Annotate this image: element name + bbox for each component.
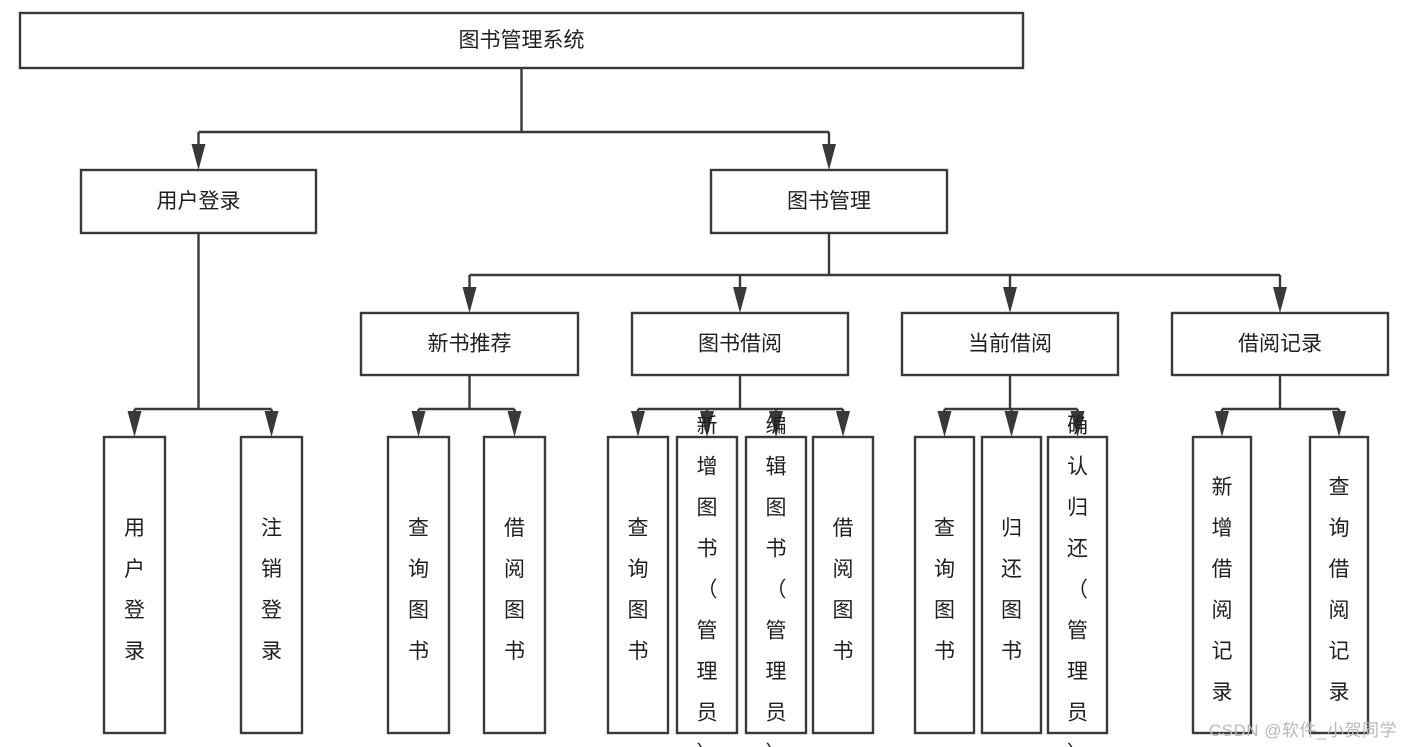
node-current-borrow[interactable]: 当前借阅: [900, 311, 1120, 377]
node-book-manage-label: 图书管理: [787, 190, 871, 213]
node-current-borrow-box: [900, 311, 1120, 377]
node-leaf-borrow-book-recommend[interactable]: 借阅图书: [482, 435, 547, 735]
node-leaf-add-book-box: [675, 435, 739, 735]
node-leaf-query-book-current-label: 查询图书: [934, 517, 955, 663]
leaf-book-borrow-branch-1-arrowhead: [700, 411, 714, 437]
book-manage-branch-2-arrowhead: [1003, 287, 1017, 313]
node-leaf-query-book-recommend-label: 查询图书: [408, 517, 429, 663]
node-book-borrow[interactable]: 图书借阅: [630, 311, 850, 377]
leaf-new-book-recommend-branch-1-arrowhead: [507, 411, 522, 437]
root-branch-1-arrowhead: [822, 144, 836, 170]
leaf-current-borrow-branch-2-arrowhead: [1070, 411, 1085, 437]
node-leaf-query-book-recommend-box: [386, 435, 451, 735]
node-book-manage-box: [709, 168, 949, 235]
node-root-label: 图书管理系统: [459, 29, 585, 52]
node-user-login[interactable]: 用户登录: [79, 168, 318, 235]
node-leaf-query-book-box: [606, 435, 670, 735]
node-leaf-add-book-label: 新增图书（管理员）: [697, 414, 718, 747]
node-user-login-box: [79, 168, 318, 235]
node-root[interactable]: 图书管理系统: [18, 11, 1025, 70]
node-new-book-recommend-label: 新书推荐: [428, 333, 512, 356]
node-leaf-user-login-label: 用户登录: [124, 517, 145, 663]
node-leaf-query-record-label: 查询借阅记录: [1329, 476, 1350, 704]
leaf-user-login-branch-1-arrowhead: [264, 411, 279, 437]
leaf-book-borrow-branch-3-arrowhead: [836, 411, 850, 437]
node-leaf-query-book-current-box: [913, 435, 976, 735]
node-leaf-logout[interactable]: 注销登录: [239, 435, 304, 735]
node-leaf-edit-book-label: 编辑图书（管理员）: [766, 414, 787, 747]
node-leaf-logout-box: [239, 435, 304, 735]
node-leaf-query-book-label: 查询图书: [628, 517, 649, 663]
node-borrow-record-label: 借阅记录: [1238, 333, 1322, 356]
leaf-current-borrow-branch-0-arrowhead: [937, 411, 952, 437]
node-borrow-record-box: [1170, 311, 1390, 377]
book-manage-branch-3-arrowhead: [1273, 287, 1287, 313]
node-leaf-confirm-return-box: [1046, 435, 1109, 735]
leaf-borrow-record-branch-1-arrowhead: [1332, 411, 1346, 437]
node-current-borrow-label: 当前借阅: [968, 333, 1052, 356]
leaf-current-borrow-branch-1-arrowhead: [1004, 411, 1019, 437]
node-leaf-query-record[interactable]: 查询借阅记录: [1308, 435, 1370, 735]
root-branch-0-arrowhead: [191, 144, 206, 170]
node-leaf-query-book-current[interactable]: 查询图书: [913, 435, 976, 735]
node-leaf-confirm-return-label: 确认归还（管理员）: [1067, 414, 1088, 747]
node-leaf-user-login-box: [102, 435, 167, 735]
leaf-borrow-record-branch-0-arrowhead: [1215, 411, 1229, 437]
node-leaf-add-record-box: [1191, 435, 1253, 735]
node-leaf-logout-label: 注销登录: [261, 517, 282, 663]
leaf-book-borrow-branch-0-arrowhead: [631, 411, 645, 437]
node-leaf-borrow-book-label: 借阅图书: [833, 517, 854, 663]
node-leaf-user-login[interactable]: 用户登录: [102, 435, 167, 735]
leaf-user-login-branch-0-arrowhead: [127, 411, 142, 437]
node-new-book-recommend[interactable]: 新书推荐: [359, 311, 580, 377]
node-leaf-add-record-label: 新增借阅记录: [1212, 476, 1233, 704]
leaf-book-borrow-branch-2-arrowhead: [769, 411, 783, 437]
node-leaf-borrow-book-recommend-box: [482, 435, 547, 735]
node-borrow-record[interactable]: 借阅记录: [1170, 311, 1390, 377]
node-leaf-borrow-book[interactable]: 借阅图书: [811, 435, 875, 735]
connectors-layer: [127, 68, 1346, 437]
node-leaf-return-book-box: [980, 435, 1043, 735]
node-leaf-add-record[interactable]: 新增借阅记录: [1191, 435, 1253, 735]
nodes-layer: 图书管理系统用户登录图书管理新书推荐图书借阅当前借阅借阅记录用户登录注销登录查询…: [18, 11, 1390, 747]
node-leaf-borrow-book-recommend-label: 借阅图书: [504, 517, 525, 663]
node-leaf-return-book-label: 归还图书: [1001, 517, 1022, 663]
node-book-borrow-box: [630, 311, 850, 377]
node-leaf-edit-book-box: [744, 435, 808, 735]
node-root-box: [18, 11, 1025, 70]
node-new-book-recommend-box: [359, 311, 580, 377]
node-user-login-label: 用户登录: [157, 190, 241, 213]
book-manage-branch-0-arrowhead: [462, 287, 477, 313]
book-manage-branch-1-arrowhead: [733, 287, 747, 313]
leaf-new-book-recommend-branch-0-arrowhead: [411, 411, 426, 437]
node-leaf-query-book-recommend[interactable]: 查询图书: [386, 435, 451, 735]
node-leaf-return-book[interactable]: 归还图书: [980, 435, 1043, 735]
node-book-borrow-label: 图书借阅: [698, 333, 782, 356]
node-leaf-confirm-return[interactable]: 确认归还（管理员）: [1046, 414, 1109, 747]
node-leaf-query-book[interactable]: 查询图书: [606, 435, 670, 735]
node-leaf-borrow-book-box: [811, 435, 875, 735]
node-leaf-add-book[interactable]: 新增图书（管理员）: [675, 414, 739, 747]
node-leaf-query-record-box: [1308, 435, 1370, 735]
node-book-manage[interactable]: 图书管理: [709, 168, 949, 235]
node-leaf-edit-book[interactable]: 编辑图书（管理员）: [744, 414, 808, 747]
watermark-label: CSDN @软件_小贺同学: [1208, 721, 1397, 740]
